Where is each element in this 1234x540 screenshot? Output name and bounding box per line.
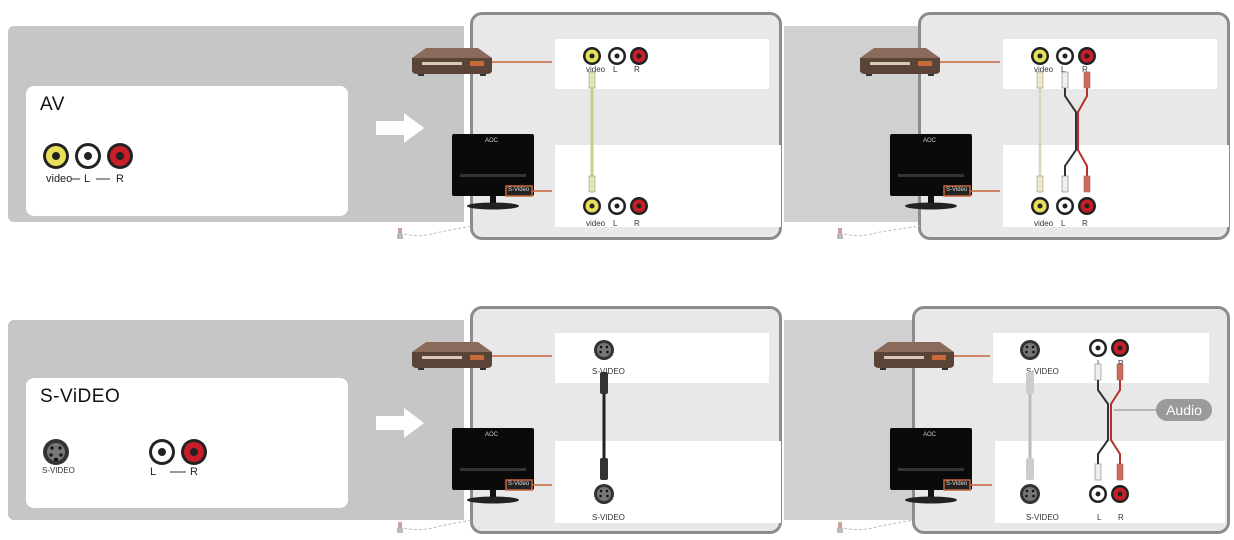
video-cable [1036, 71, 1044, 193]
source-r-label: R [634, 65, 640, 74]
svideo-jack-icon [1020, 484, 1040, 504]
svideo-jack-icon [43, 439, 69, 465]
svideo-video-panel: S-VIDEO S-VIDEO [470, 306, 782, 534]
svideo-jack-icon [1020, 340, 1040, 360]
video-jack-icon [583, 197, 601, 215]
source-box [555, 333, 769, 383]
source-box [555, 39, 769, 89]
power-cable [843, 519, 915, 531]
audio-right-jack-icon [1111, 339, 1129, 357]
audio-right-jack-icon [630, 47, 648, 65]
svideo-l-label: L [150, 466, 157, 478]
source-video-label: video [1034, 65, 1054, 74]
svideo-info-box: S-ViDEO S-VIDEO L R [26, 378, 348, 508]
source-r-label: R [1118, 359, 1124, 368]
audio-left-jack-icon [608, 47, 626, 65]
source-r-label: R [1082, 65, 1088, 74]
audio-left-jack-icon [608, 197, 626, 215]
monitor-port-label: S-Video [946, 481, 968, 487]
audio-right-jack-icon [107, 143, 133, 169]
svideo-jack-group [43, 439, 207, 473]
audio-left-jack-icon [1089, 485, 1107, 503]
svideo-cable [1026, 372, 1034, 480]
video-jack-icon [43, 143, 69, 169]
power-cable [403, 225, 473, 237]
monitor-l-label: L [1061, 219, 1066, 228]
audio-right-jack-icon [630, 197, 648, 215]
audio-right-jack-icon [1078, 197, 1096, 215]
power-cable [843, 225, 921, 237]
av-jack-group [43, 143, 133, 180]
av-video-label: video [46, 173, 73, 185]
audio-left-jack-icon [149, 439, 175, 465]
monitor-r-label: R [634, 219, 640, 228]
source-l-label: L [1061, 65, 1066, 74]
svideo-port-label: S-VIDEO [42, 466, 75, 475]
audio-badge: Audio [1156, 399, 1212, 421]
av-title: AV [40, 94, 65, 115]
power-plug-icon [837, 228, 843, 239]
arrow-right-icon [376, 408, 424, 438]
source-video-label: video [586, 65, 606, 74]
svideo-jack-icon [594, 484, 614, 504]
dvd-player-icon [412, 342, 492, 370]
audio-left-jack-icon [1056, 197, 1074, 215]
dvd-player-icon [860, 48, 940, 76]
av-info-box: AV video L R [26, 86, 348, 216]
audio-cable [1061, 71, 1091, 193]
audio-left-jack-icon [1056, 47, 1074, 65]
source-l-label: L [613, 65, 618, 74]
monitor-box [995, 441, 1225, 523]
monitor-port-label: S-Video [946, 187, 968, 193]
svideo-title: S-ViDEO [40, 386, 121, 407]
monitor-r-label: R [1082, 219, 1088, 228]
monitor-video-label: video [586, 219, 606, 228]
av-r-label: R [116, 173, 124, 185]
audio-right-jack-icon [181, 439, 207, 465]
monitor-brand-label: AOC [923, 432, 937, 438]
dvd-player-icon [412, 48, 492, 76]
dvd-player-icon [874, 342, 954, 370]
monitor-port-label: S-Video [508, 187, 530, 193]
video-jack-icon [1031, 197, 1049, 215]
source-svideo-label: S-VIDEO [1026, 367, 1059, 376]
source-svideo-label: S-VIDEO [592, 367, 625, 376]
audio-left-jack-icon [75, 143, 101, 169]
monitor-r-label: R [1118, 513, 1124, 522]
monitor-svideo-label: S-VIDEO [1026, 513, 1059, 522]
monitor-video-label: video [1034, 219, 1054, 228]
power-cable [403, 519, 473, 531]
audio-left-jack-icon [1089, 339, 1107, 357]
power-plug-icon [397, 522, 403, 533]
power-plug-icon [837, 522, 843, 533]
av-l-label: L [84, 173, 91, 185]
svideo-r-label: R [190, 466, 198, 478]
source-l-label: L [1097, 359, 1102, 368]
monitor-brand-label: AOC [485, 138, 499, 144]
audio-cable [1094, 363, 1124, 481]
monitor-svideo-label: S-VIDEO [592, 513, 625, 522]
monitor-port-label: S-Video [508, 481, 530, 487]
monitor-box [555, 441, 781, 523]
av-full-panel: video L R video L R [918, 12, 1230, 240]
audio-right-jack-icon [1111, 485, 1129, 503]
source-box [1003, 39, 1217, 89]
power-plug-icon [397, 228, 403, 239]
video-jack-icon [1031, 47, 1049, 65]
video-cable [588, 71, 596, 193]
monitor-brand-label: AOC [485, 432, 499, 438]
arrow-right-icon [376, 113, 424, 143]
audio-right-jack-icon [1078, 47, 1096, 65]
monitor-l-label: L [613, 219, 618, 228]
monitor-l-label: L [1097, 513, 1102, 522]
svideo-cable [600, 372, 608, 480]
monitor-brand-label: AOC [923, 138, 937, 144]
svideo-jack-icon [594, 340, 614, 360]
video-jack-icon [583, 47, 601, 65]
